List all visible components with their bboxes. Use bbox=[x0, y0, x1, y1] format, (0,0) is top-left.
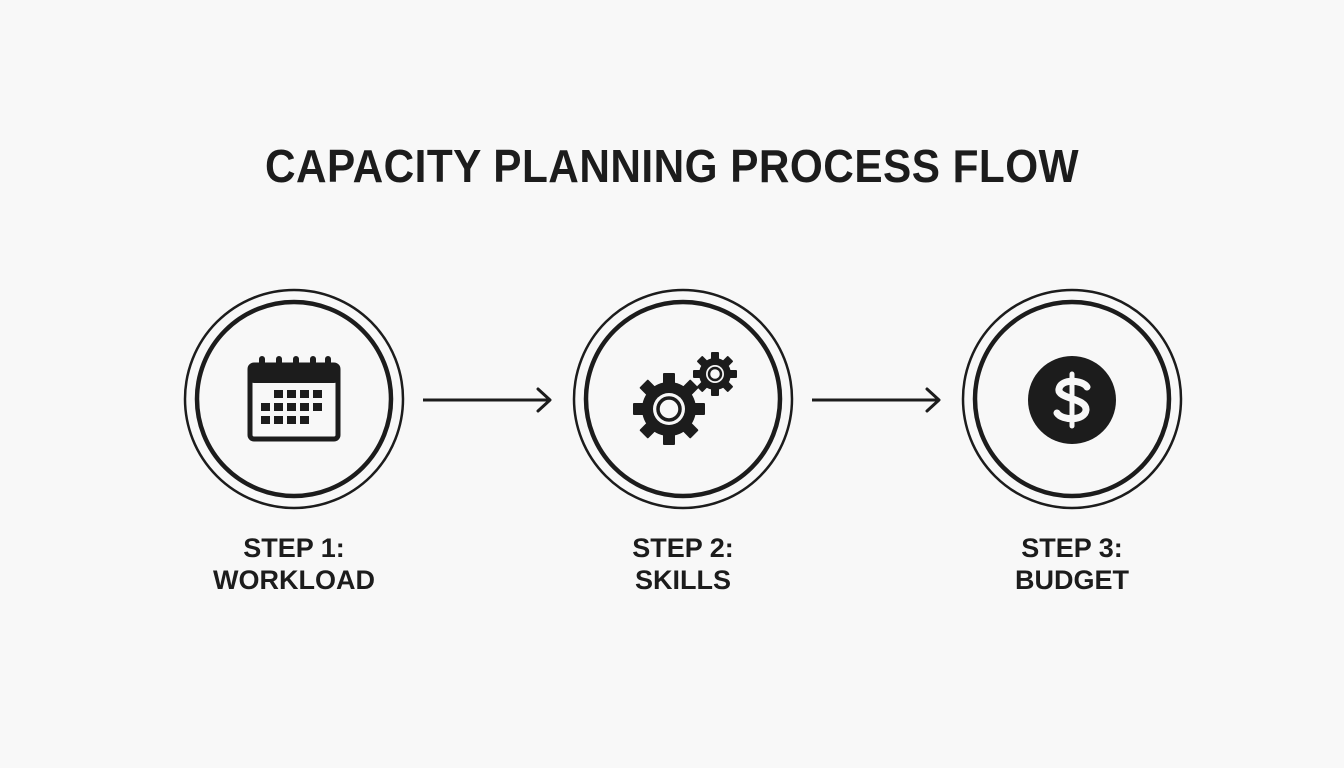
step-1-name: WORKLOAD bbox=[213, 565, 375, 595]
step-2-number: STEP 2: bbox=[632, 533, 734, 563]
step-3-label: STEP 3: BUDGET bbox=[921, 532, 1223, 596]
step-2-label: STEP 2: SKILLS bbox=[532, 532, 834, 596]
step-1-circle bbox=[183, 288, 405, 510]
dollar-icon bbox=[1028, 356, 1116, 444]
step-3-name: BUDGET bbox=[1015, 565, 1129, 595]
step-3-number: STEP 3: bbox=[1021, 533, 1123, 563]
calendar-icon bbox=[247, 356, 341, 442]
diagram-title: CAPACITY PLANNING PROCESS FLOW bbox=[265, 140, 1079, 192]
step-2-name: SKILLS bbox=[634, 565, 731, 595]
step-2-circle bbox=[572, 288, 794, 510]
step-1-label: STEP 1: WORKLOAD bbox=[143, 532, 445, 596]
flow-arrow-1 bbox=[423, 387, 552, 413]
gears-icon bbox=[633, 352, 737, 445]
step-1-number: STEP 1: bbox=[243, 533, 345, 563]
step-3-circle bbox=[961, 288, 1183, 510]
flow-arrow-2 bbox=[812, 387, 941, 413]
